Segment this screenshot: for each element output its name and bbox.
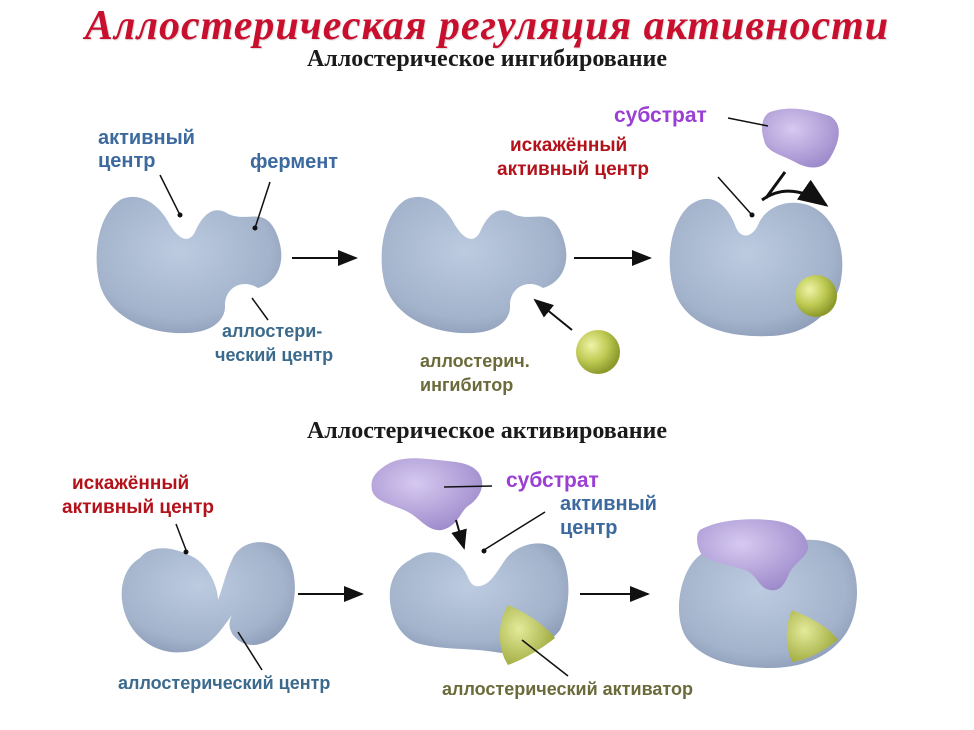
enzyme-shape-1 xyxy=(96,196,282,334)
inhibition-heading: Аллостерическое ингибирование xyxy=(306,46,668,72)
label-distorted-top-a: искажённый xyxy=(510,135,628,156)
label-allosteric-center-a: аллостери- xyxy=(222,321,323,341)
activator-triangle-free xyxy=(499,605,555,665)
substrate-shape-top xyxy=(762,108,839,168)
label-substrate-bottom: субстрат xyxy=(506,469,599,492)
substrate-shape-free xyxy=(371,458,483,531)
activation-heading: Аллостерическое активирование xyxy=(306,418,668,444)
enzyme-shape-4 xyxy=(121,542,295,653)
label-substrate-top: субстрат xyxy=(614,104,707,127)
label-allosteric-center-b: ческий центр xyxy=(215,345,334,365)
label-active-center-2: центр xyxy=(98,150,156,172)
label-active-center-1: активный xyxy=(98,127,195,149)
label-enzyme: фермент xyxy=(250,151,339,173)
label-active-center-bottom-a: активный xyxy=(560,493,657,515)
label-distorted-top-b: активный центр xyxy=(497,159,650,180)
enzyme-shape-2 xyxy=(381,196,567,334)
substrate-shape-bound xyxy=(697,519,809,591)
label-inhibitor-b: ингибитор xyxy=(420,375,514,395)
label-distorted-bottom-b: активный центр xyxy=(62,497,215,518)
activator-triangle-bound xyxy=(786,610,838,662)
label-distorted-bottom-a: искажённый xyxy=(72,473,190,494)
main-title: Аллостерическая регуляция активности xyxy=(84,3,890,49)
label-inhibitor-a: аллостерич. xyxy=(420,351,530,371)
label-activator: аллостерический активатор xyxy=(442,679,693,699)
inhibitor-ball xyxy=(576,330,620,374)
inhibitor-ball-bound xyxy=(795,275,837,317)
label-allosteric-center-bottom: аллостерический центр xyxy=(118,673,331,693)
label-active-center-bottom-b: центр xyxy=(560,517,618,539)
